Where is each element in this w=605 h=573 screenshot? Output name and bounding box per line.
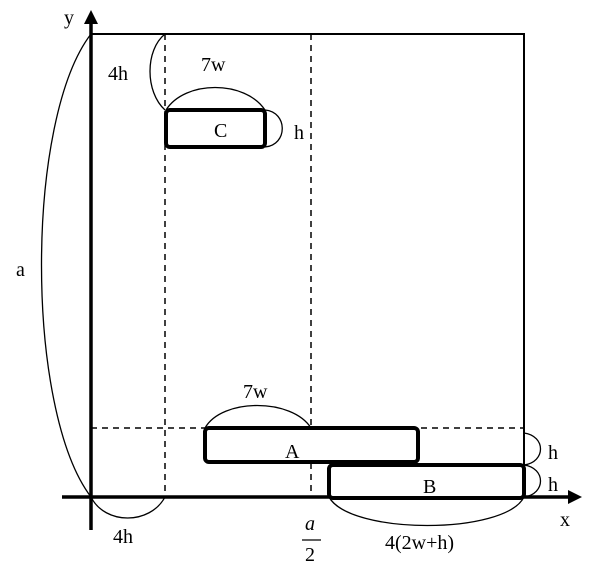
brace-c-height — [264, 109, 283, 148]
label-half-numerator: a — [305, 513, 315, 535]
x-axis-arrow — [568, 490, 582, 504]
square-outline — [91, 33, 525, 497]
x-axis-label: x — [560, 509, 570, 531]
rectangle-c — [164, 108, 267, 149]
label-half-denominator: 2 — [305, 544, 315, 566]
label-rectangle-b: B — [423, 476, 436, 498]
brace-bottom-4h — [90, 496, 166, 519]
brace-side-a — [40, 33, 92, 498]
brace-top-4h — [149, 33, 166, 111]
label-b-width: 4(2w+h) — [385, 532, 454, 554]
label-c-height: h — [294, 122, 304, 144]
brace-a-height — [523, 432, 541, 466]
label-top-4h: 4h — [108, 63, 128, 85]
y-axis-arrow — [84, 10, 98, 24]
y-axis-label: y — [64, 7, 74, 29]
rectangle-a — [203, 426, 420, 464]
label-rectangle-a: A — [285, 441, 300, 463]
label-c-width: 7w — [201, 54, 226, 76]
label-rectangle-c: C — [214, 120, 227, 142]
brace-b-width — [328, 496, 525, 527]
brace-c-width — [165, 86, 266, 111]
brace-b-height — [523, 464, 541, 498]
label-b-height: h — [548, 474, 558, 496]
label-bottom-4h: 4h — [113, 526, 133, 548]
rectangle-b — [327, 463, 526, 500]
label-a-height: h — [548, 442, 558, 464]
label-side-a: a — [16, 259, 25, 281]
label-a-width: 7w — [243, 381, 268, 403]
brace-a-width — [204, 404, 312, 429]
